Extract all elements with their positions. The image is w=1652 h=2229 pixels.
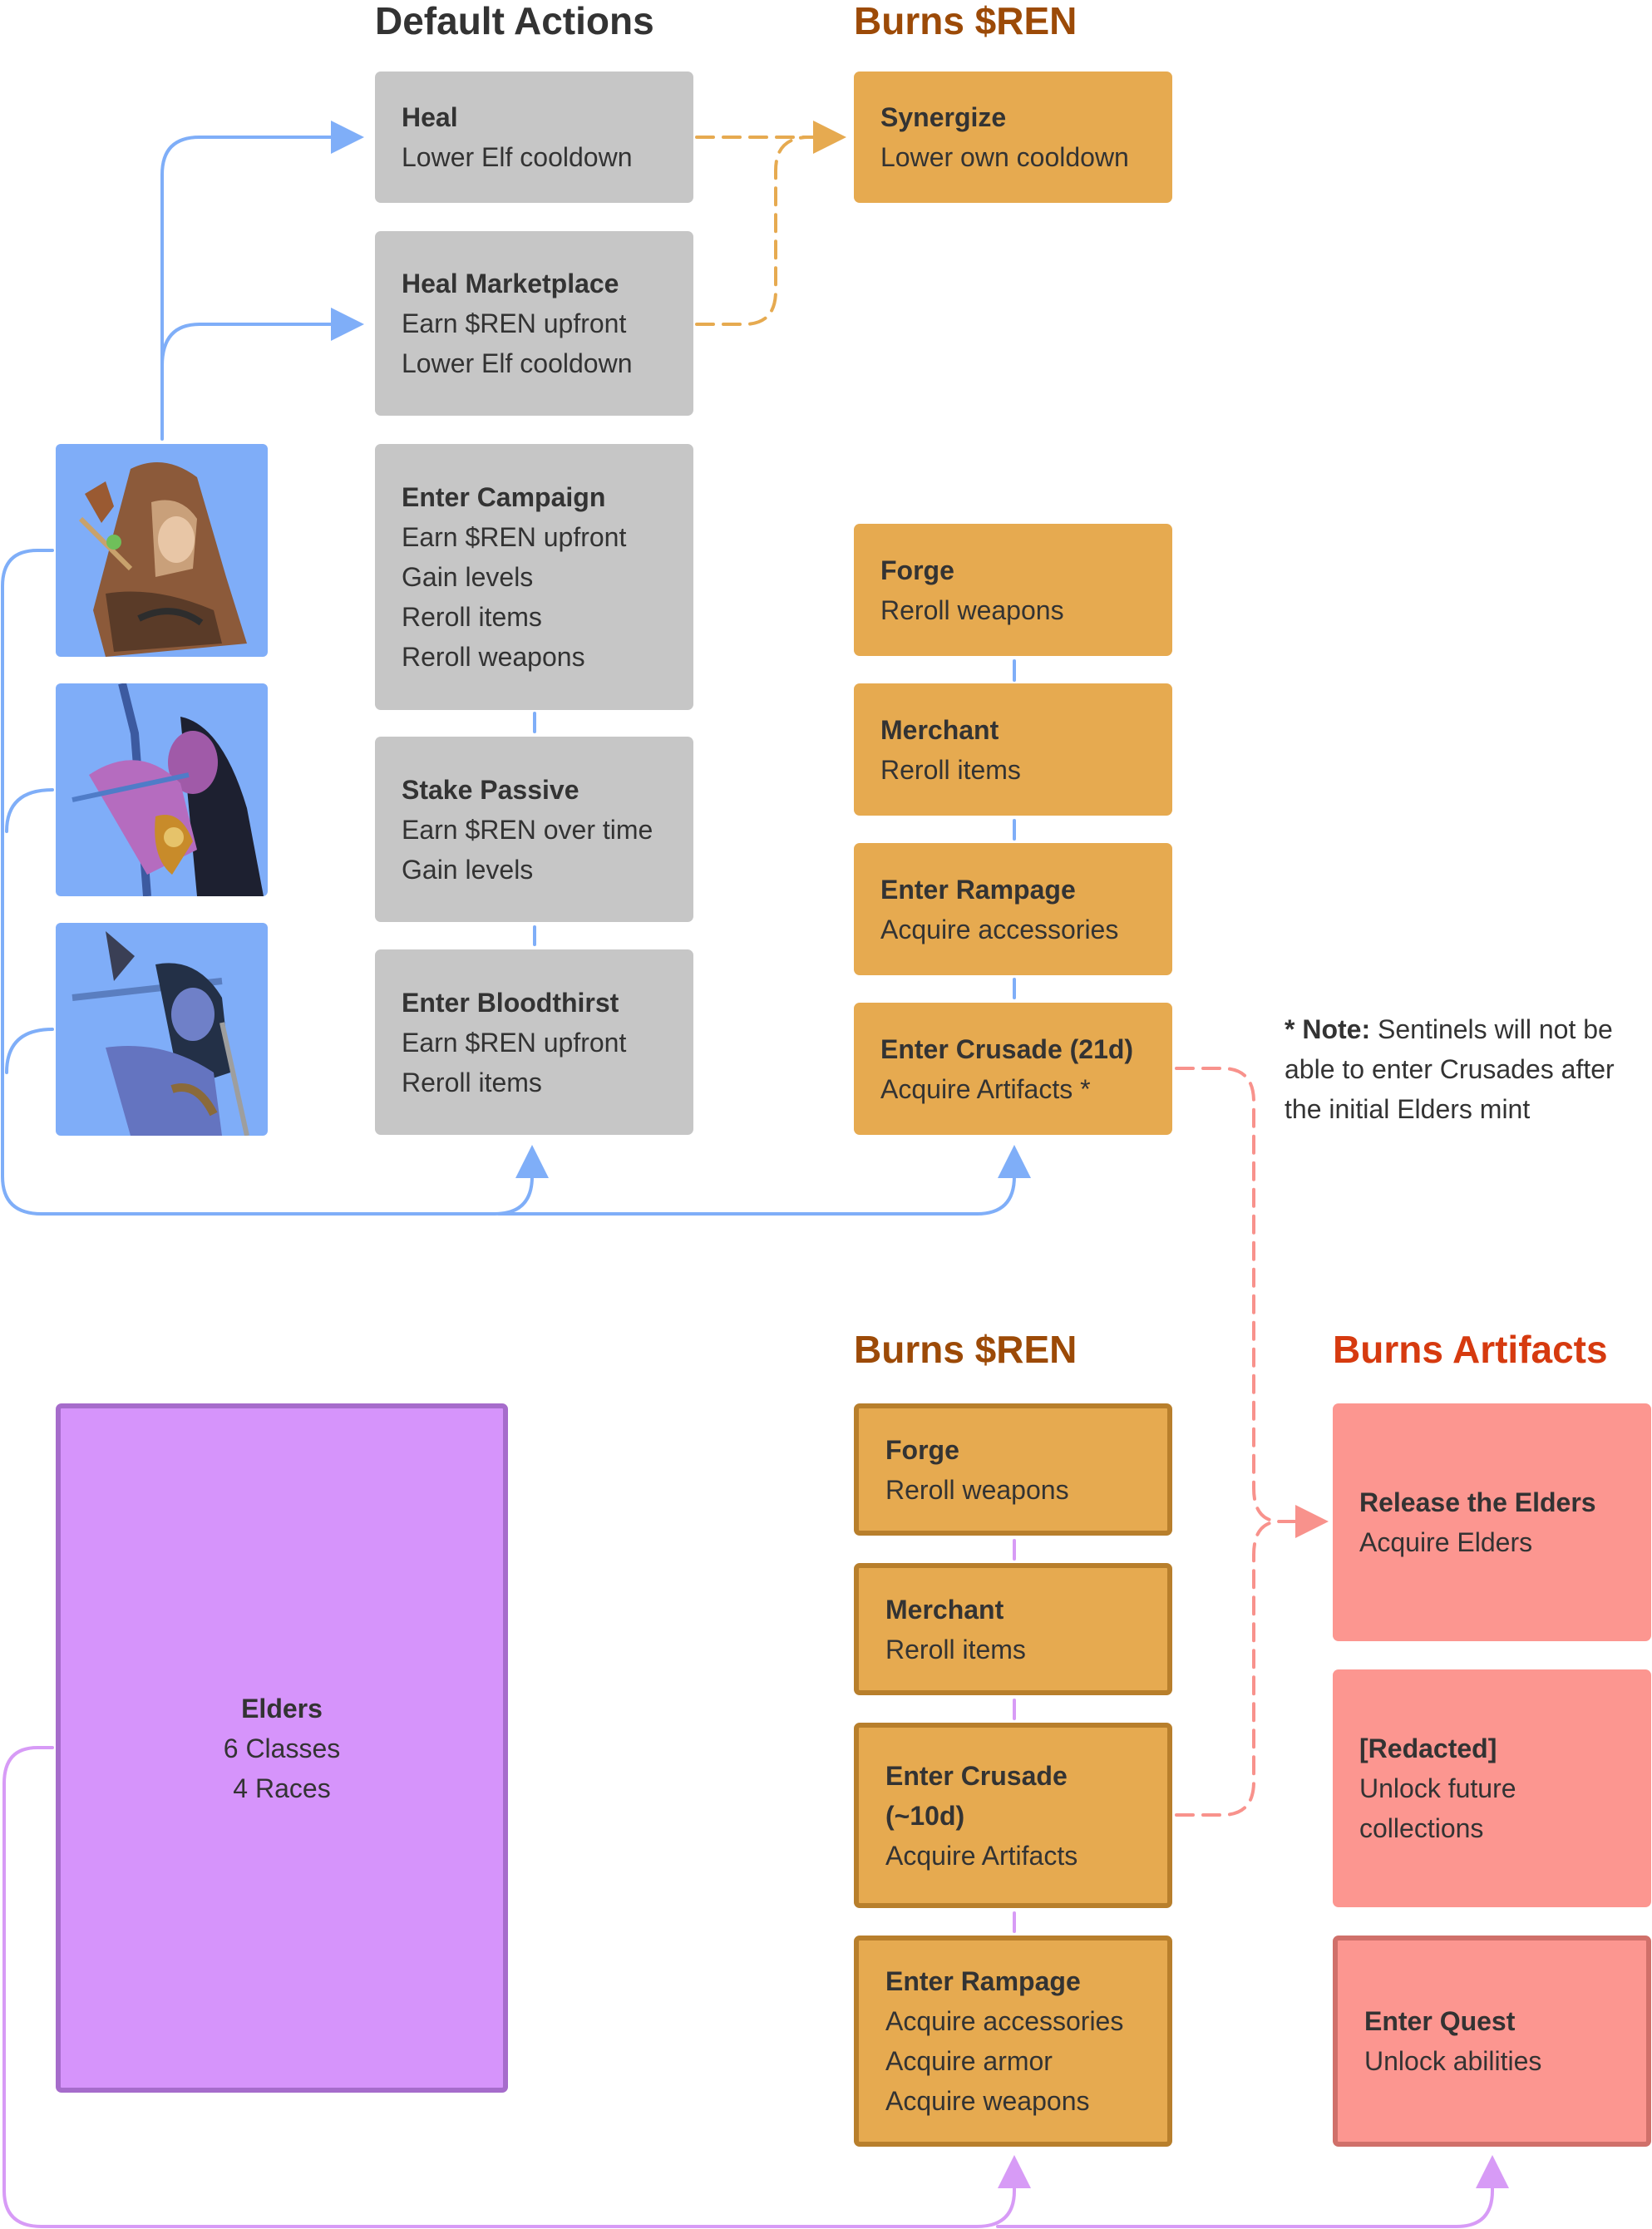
connector-heal-marketplace-to-synergize [695, 136, 811, 326]
burn-merchant-bottom: Merchant Reroll items [854, 1563, 1172, 1695]
artifact-enter-quest: Enter Quest Unlock abilities [1333, 1936, 1651, 2147]
burn-line: Reroll weapons [880, 594, 1064, 625]
burn-line: Acquire weapons [885, 2086, 1090, 2116]
connector-elders-loop [2, 1746, 1031, 2228]
assassin-elf-portrait-icon [56, 923, 268, 1136]
elders-title: Elders [241, 1693, 323, 1724]
burn-line: Acquire accessories [880, 914, 1119, 944]
action-line: Reroll items [402, 1067, 542, 1097]
connector-portraits-loop [0, 549, 549, 1216]
connector-portrait3-loop [5, 1028, 54, 1074]
note-text: Sentinels will not be able to enter Crus… [1285, 1014, 1615, 1124]
connector-portrait-to-heal-marketplace [160, 308, 364, 367]
elders-line: 6 Classes [223, 1733, 341, 1763]
action-line: Lower Elf cooldown [402, 142, 633, 172]
burn-title: Merchant [880, 714, 999, 745]
burn-synergize: Synergize Lower own cooldown [854, 72, 1172, 203]
elders-box: Elders 6 Classes 4 Races [56, 1403, 508, 2093]
connector-portrait2-loop [5, 788, 54, 833]
action-title: Stake Passive [402, 774, 579, 805]
burn-title: Forge [885, 1434, 959, 1465]
connector-crusade-to-release-elders [1175, 1067, 1329, 1538]
heading-burns-ren-top: Burns $REN [854, 0, 1077, 42]
burn-line: Reroll items [885, 1634, 1026, 1664]
burn-line: Lower own cooldown [880, 142, 1129, 172]
burn-enter-crusade-21d: Enter Crusade (21d) Acquire Artifacts * [854, 1003, 1172, 1135]
artifact-redacted: [Redacted] Unlock future collections [1333, 1669, 1651, 1907]
action-line: Reroll items [402, 602, 542, 632]
burn-enter-crusade-10d: Enter Crusade (~10d) Acquire Artifacts [854, 1723, 1172, 1908]
connector-loop-to-crusade [497, 1145, 1031, 1216]
artifact-release-the-elders: Release the Elders Acquire Elders [1333, 1403, 1651, 1641]
action-title: Heal Marketplace [402, 269, 619, 298]
elders-line: 4 Races [233, 1773, 331, 1803]
burn-line: Acquire Artifacts * [880, 1073, 1091, 1104]
artifact-line: Unlock abilities [1364, 2046, 1542, 2076]
burn-title: Synergize [880, 102, 1007, 132]
burn-title: Enter Crusade [885, 1760, 1068, 1791]
artifact-title: [Redacted] [1359, 1733, 1497, 1763]
action-enter-bloodthirst: Enter Bloodthirst Earn $REN upfront Rero… [375, 949, 693, 1135]
artifact-line: collections [1359, 1813, 1484, 1843]
action-line: Earn $REN upfront [402, 1027, 627, 1058]
action-heal-marketplace: Heal Marketplace Earn $REN upfront Lower… [375, 231, 693, 416]
burn-forge-top: Forge Reroll weapons [854, 524, 1172, 656]
druid-elf-portrait-icon [56, 444, 268, 657]
action-line: Gain levels [402, 854, 534, 885]
action-line: Reroll weapons [402, 642, 585, 672]
action-title: Heal [402, 102, 458, 132]
artifact-title: Release the Elders [1359, 1487, 1596, 1517]
connector-elders-to-quest [996, 2155, 1509, 2228]
burn-forge-bottom: Forge Reroll weapons [854, 1403, 1172, 1536]
connector-portrait-to-heal [160, 121, 364, 441]
artifact-line: Acquire Elders [1359, 1527, 1533, 1557]
action-heal: Heal Lower Elf cooldown [375, 72, 693, 203]
action-line: Lower Elf cooldown [402, 348, 633, 378]
action-line: Gain levels [402, 562, 534, 592]
burn-enter-rampage-top: Enter Rampage Acquire accessories [854, 843, 1172, 975]
connector-crusade10-to-release-elders [1175, 1520, 1282, 1817]
burn-line: Acquire armor [885, 2046, 1053, 2076]
action-stake-passive: Stake Passive Earn $REN over time Gain l… [375, 737, 693, 922]
burn-line: Acquire Artifacts [885, 1840, 1078, 1871]
burn-title: Enter Rampage [880, 874, 1076, 905]
note-label: * Note: [1285, 1014, 1371, 1044]
action-title: Enter Campaign [402, 482, 606, 512]
crusade-note: * Note: Sentinels will not be able to en… [1285, 1009, 1650, 1129]
burn-title-continued: (~10d) [885, 1800, 965, 1831]
action-enter-campaign: Enter Campaign Earn $REN upfront Gain le… [375, 444, 693, 710]
action-line: Earn $REN upfront [402, 522, 627, 552]
ranger-elf-portrait-icon [56, 683, 268, 896]
burn-line: Reroll items [880, 754, 1021, 785]
heading-burns-ren-bottom: Burns $REN [854, 1328, 1077, 1371]
burn-title: Enter Crusade (21d) [880, 1033, 1134, 1064]
burn-title: Forge [880, 555, 954, 585]
burn-enter-rampage-bottom: Enter Rampage Acquire accessories Acquir… [854, 1936, 1172, 2147]
burn-merchant-top: Merchant Reroll items [854, 683, 1172, 816]
action-line: Earn $REN upfront [402, 308, 627, 338]
heading-burns-artifacts: Burns Artifacts [1333, 1328, 1608, 1371]
heading-default-actions: Default Actions [375, 0, 654, 42]
burn-line: Reroll weapons [885, 1474, 1069, 1505]
artifact-line: Unlock future [1359, 1773, 1516, 1803]
burn-line: Acquire accessories [885, 2006, 1124, 2036]
artifact-title: Enter Quest [1364, 2006, 1516, 2036]
burn-title: Merchant [885, 1594, 1004, 1625]
action-line: Earn $REN over time [402, 814, 653, 845]
action-title: Enter Bloodthirst [402, 987, 619, 1018]
burn-title: Enter Rampage [885, 1966, 1081, 1996]
